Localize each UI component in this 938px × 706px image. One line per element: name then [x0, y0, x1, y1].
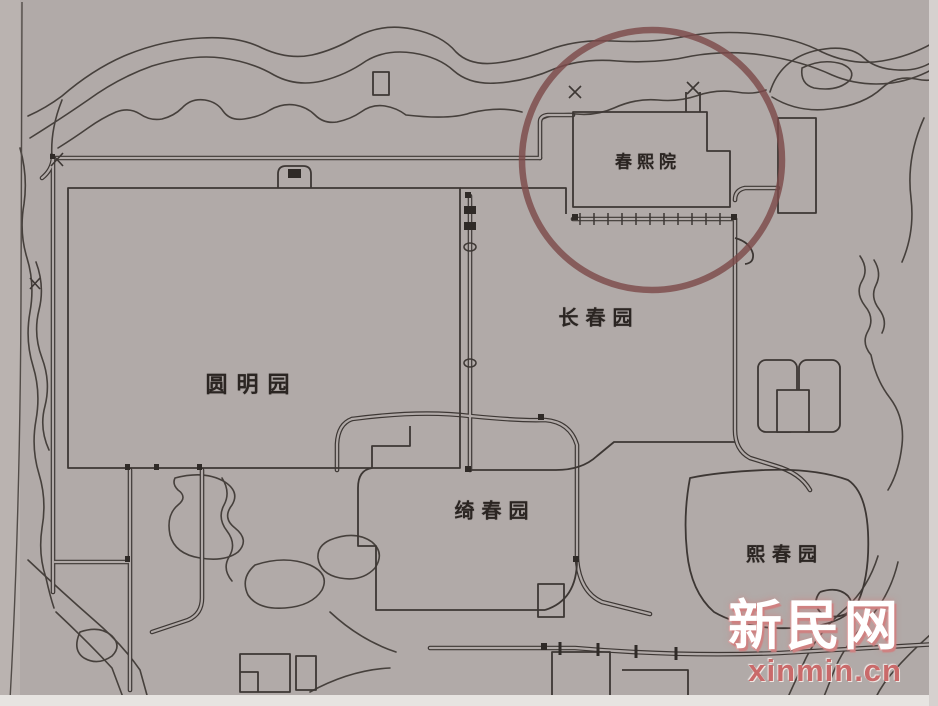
watermark-domain: xinmin.cn: [748, 653, 902, 688]
garden-label-qichunyuan: 绮春园: [454, 500, 536, 523]
walls-group: [67, 71, 870, 706]
changchunyuan-south-wall: [470, 441, 735, 471]
photo-edge-right: [929, 0, 938, 706]
watermark: 新民网 xinmin.cn: [728, 599, 902, 686]
photo-edge-bottom: [0, 695, 938, 706]
chunxiyuan-wall: [572, 111, 731, 208]
photo-frame-line: [9, 1, 23, 701]
garden-label-xichunyuan: 熙春园: [745, 544, 825, 566]
palace-gate: [277, 165, 312, 188]
bridges-group: [29, 81, 737, 660]
garden-label-yuanmingyuan: 圆明园: [205, 372, 299, 397]
garden-label-changchunyuan: 长春园: [558, 307, 640, 330]
photo-edge-left: [0, 0, 20, 706]
qichunyuan-wall: [357, 426, 545, 611]
highlight-circle: [518, 26, 786, 294]
yuanmingyuan-wall: [67, 187, 461, 469]
xichunyuan-wall: [684, 468, 870, 630]
garden-label-chunxiyuan: 春熙院: [615, 152, 681, 172]
rivers-group: [19, 26, 938, 706]
watermark-brand: 新民网: [728, 596, 902, 656]
